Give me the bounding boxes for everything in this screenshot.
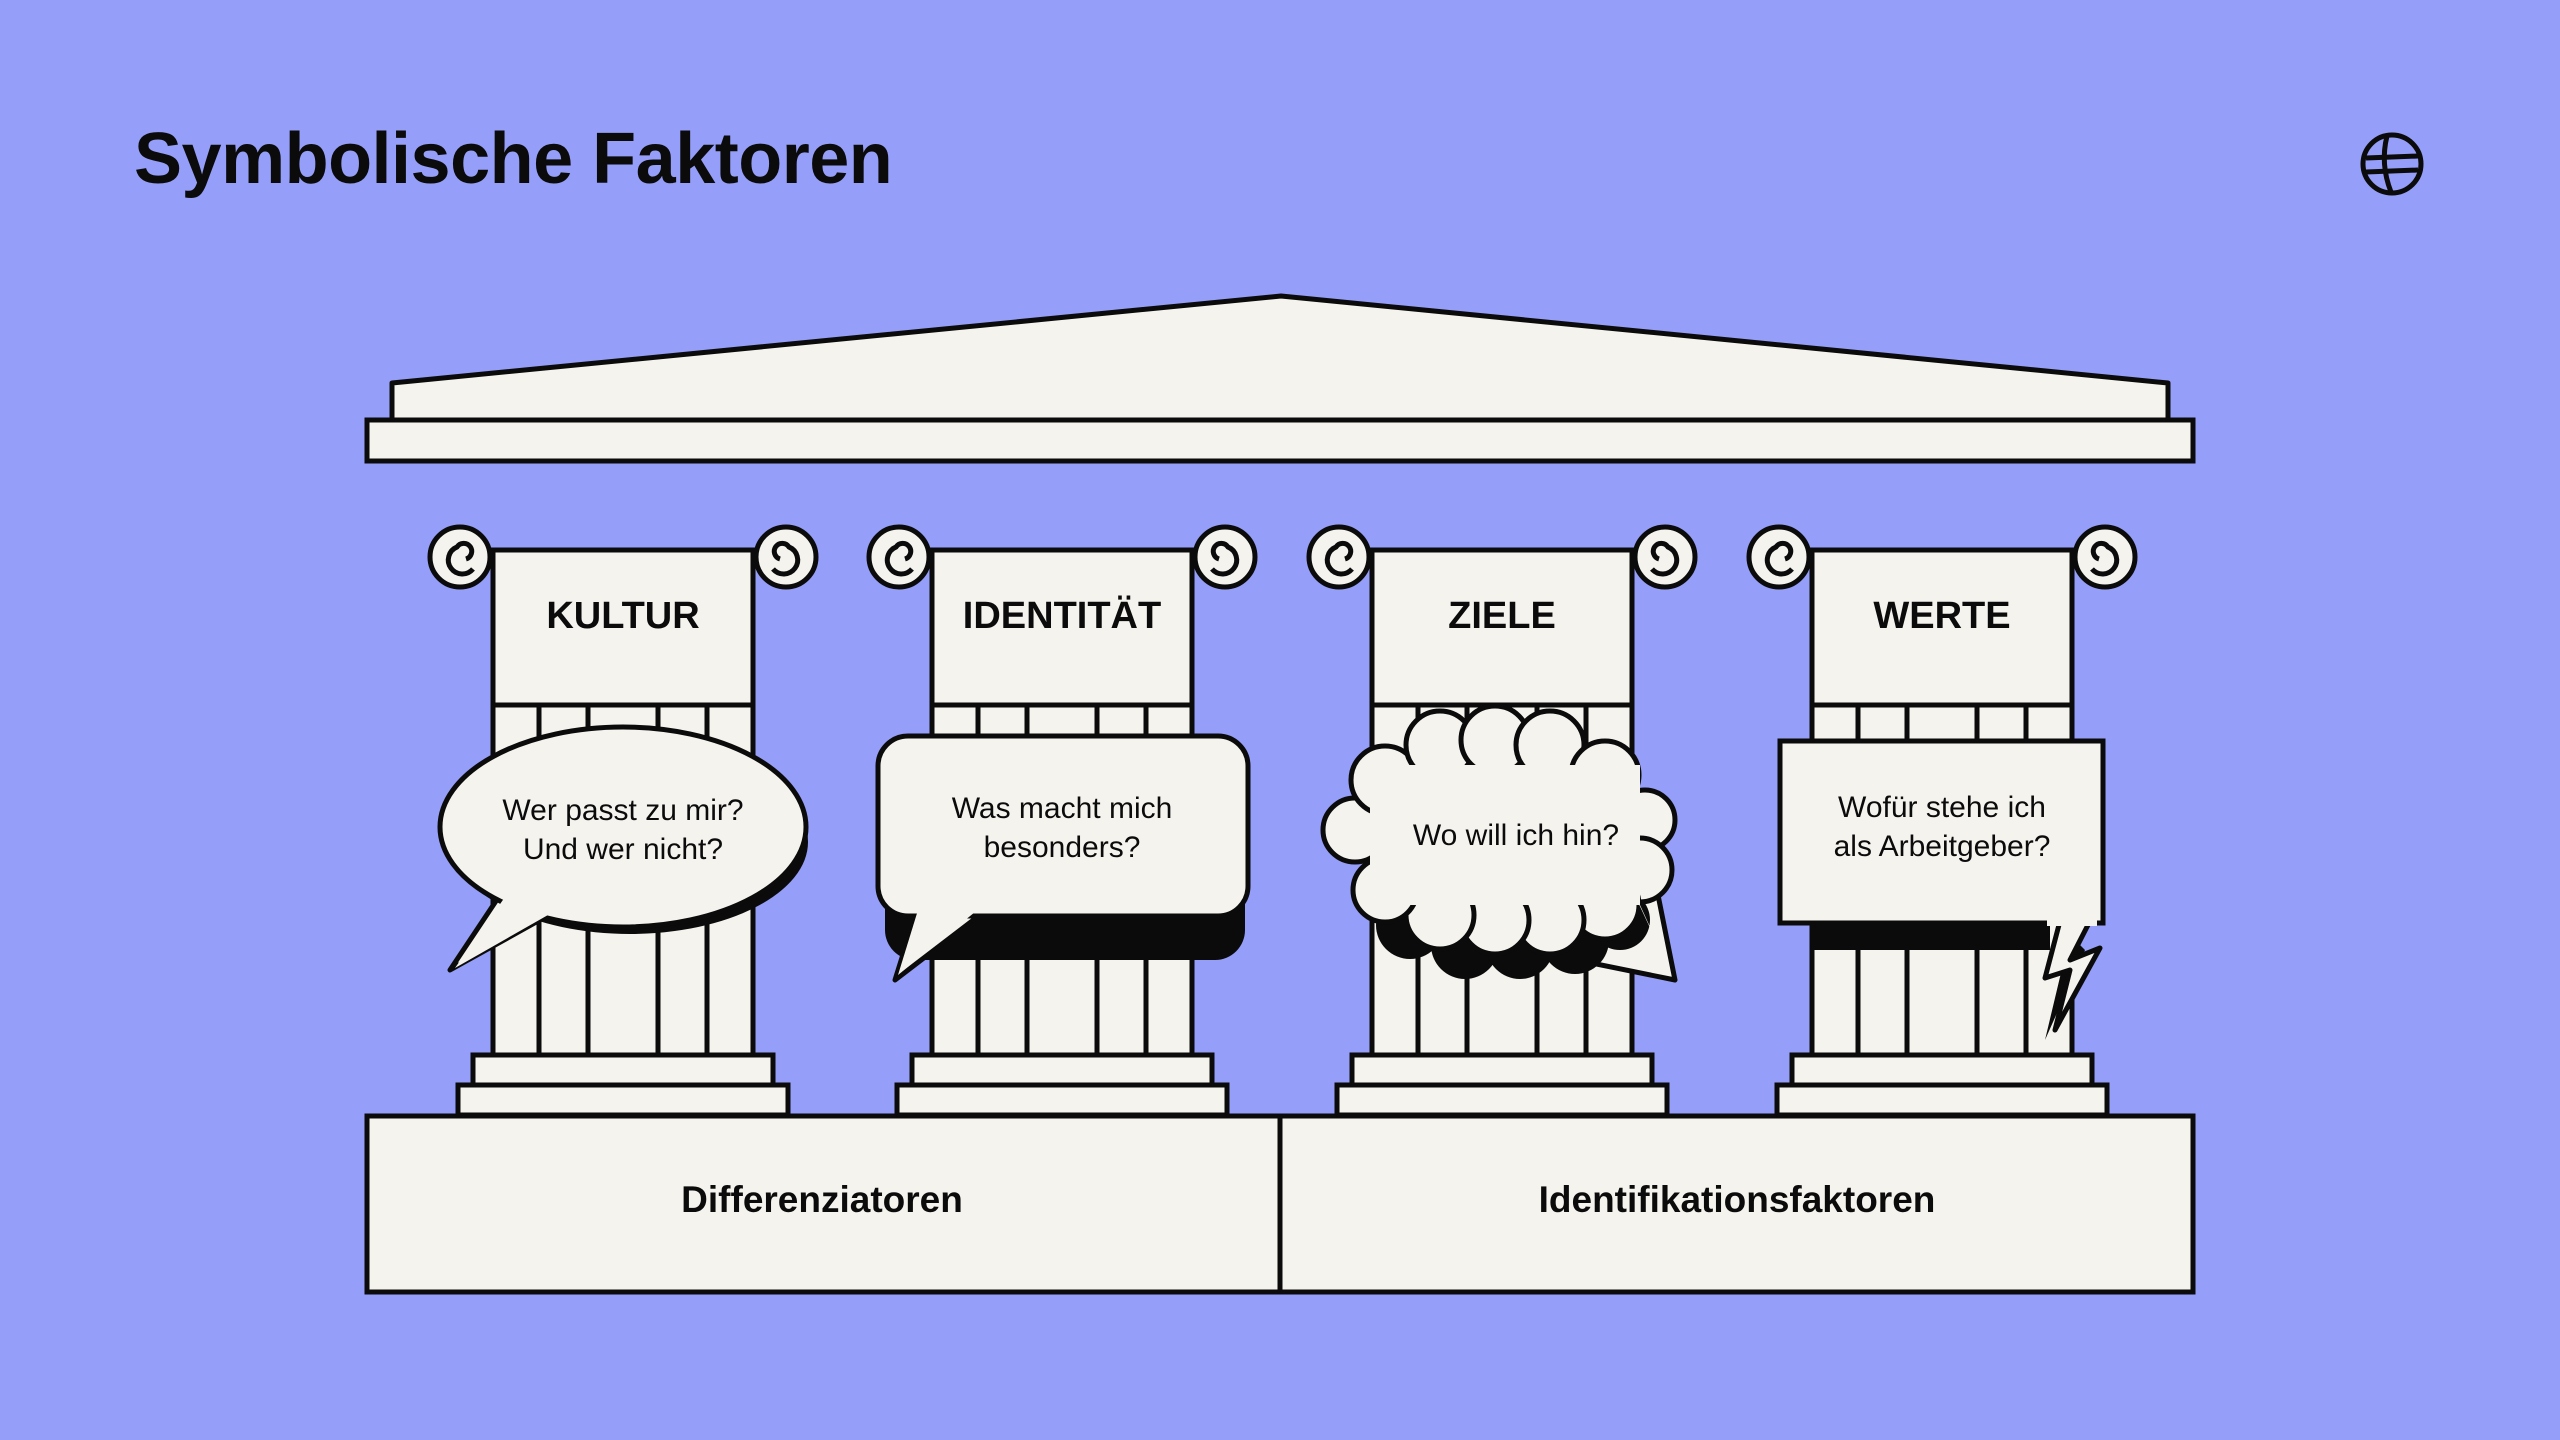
globe-icon bbox=[2360, 132, 2424, 196]
foundation-label-right: Identifikationsfaktoren bbox=[1539, 1179, 1936, 1220]
bubble-text-werte-1: Wofür stehe ich bbox=[1838, 791, 2046, 824]
column-heading-werte: WERTE bbox=[1873, 595, 2010, 637]
roof-pediment bbox=[389, 293, 2171, 423]
foundation-label-left: Differenziatoren bbox=[681, 1179, 963, 1220]
column-heading-identitaet: IDENTITÄT bbox=[963, 594, 1161, 637]
bubble-text-identitaet-1: Was macht mich bbox=[952, 792, 1173, 825]
bubble-text-identitaet-2: besonders? bbox=[984, 831, 1141, 864]
page-title: Symbolische Faktoren bbox=[134, 119, 893, 199]
thought-bubble-ziele bbox=[1320, 703, 1678, 983]
shout-bubble-werte bbox=[1777, 738, 2106, 1040]
roof-architrave bbox=[364, 417, 2196, 464]
bubble-text-ziele-1: Wo will ich hin? bbox=[1413, 819, 1619, 852]
foundation-left bbox=[364, 1113, 1283, 1295]
column-heading-ziele: ZIELE bbox=[1448, 595, 1556, 637]
bubble-text-werte-2: als Arbeitgeber? bbox=[1834, 830, 2051, 863]
foundation-right bbox=[1277, 1113, 2196, 1295]
bubble-text-kultur-1: Wer passt zu mir? bbox=[502, 794, 743, 827]
speech-bubble-kultur bbox=[437, 724, 809, 973]
bubble-text-kultur-2: Und wer nicht? bbox=[523, 833, 723, 866]
column-heading-kultur: KULTUR bbox=[546, 595, 699, 637]
speech-bubble-identitaet bbox=[875, 733, 1251, 983]
